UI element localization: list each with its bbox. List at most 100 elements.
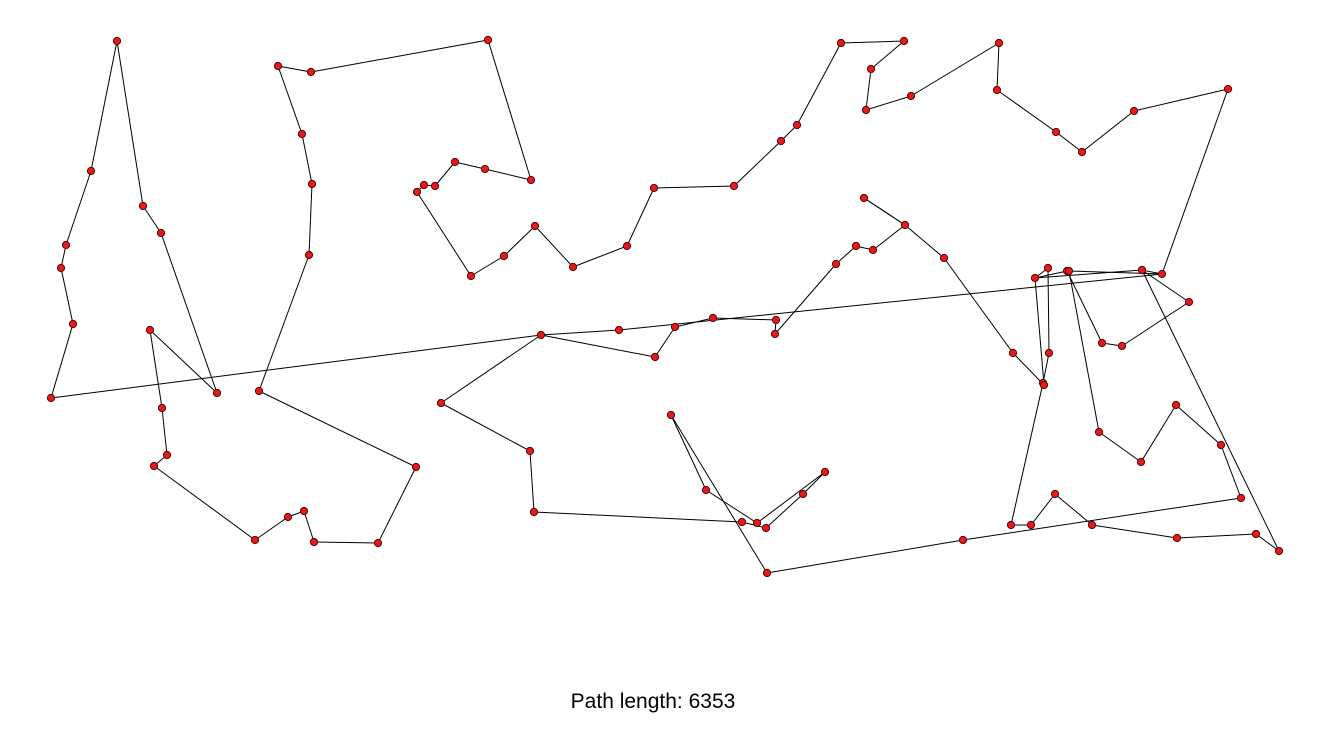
city-node: [1050, 489, 1060, 499]
city-node: [1006, 520, 1016, 530]
city-node: [162, 450, 172, 460]
tour-edge: [254, 516, 289, 541]
tour-edge: [756, 471, 826, 524]
tour-edge: [653, 185, 735, 189]
city-node: [283, 512, 293, 522]
tour-edge: [1042, 352, 1050, 384]
tour-edge: [529, 450, 535, 513]
city-node: [939, 253, 949, 263]
city-node: [304, 250, 314, 260]
tour-edge: [1140, 404, 1177, 463]
tour-edge: [996, 42, 1000, 91]
tour-edge: [618, 273, 1163, 331]
city-node: [525, 446, 535, 456]
tour-edge: [503, 225, 536, 257]
tour-edge: [533, 511, 743, 523]
city-node: [992, 85, 1002, 95]
tour-edge: [943, 257, 1014, 354]
city-node: [859, 193, 869, 203]
tour-edge: [835, 245, 857, 265]
tour-edge: [802, 471, 826, 495]
city-node: [61, 240, 71, 250]
city-node: [1008, 348, 1018, 358]
city-node: [297, 129, 307, 139]
tour-edge: [705, 489, 758, 524]
city-node: [450, 157, 460, 167]
tour-edge: [50, 334, 542, 399]
city-node: [1216, 440, 1226, 450]
city-node: [306, 67, 316, 77]
city-node: [701, 485, 711, 495]
city-node: [762, 568, 772, 578]
city-node: [836, 38, 846, 48]
tour-edge: [1068, 270, 1163, 275]
city-node: [792, 120, 802, 130]
tour-edge: [454, 161, 486, 170]
tour-edge: [1034, 277, 1045, 386]
city-node: [1137, 265, 1147, 275]
tour-edge: [863, 197, 906, 226]
city-node: [771, 315, 781, 325]
city-node: [212, 388, 222, 398]
tour-edge: [1098, 431, 1142, 463]
tour-edge: [258, 254, 310, 392]
city-node: [670, 322, 680, 332]
city-node: [1136, 457, 1146, 467]
tour-edge: [1091, 524, 1178, 539]
tour-edge: [572, 245, 628, 268]
city-node: [1129, 106, 1139, 116]
tour-edge: [484, 168, 532, 181]
city-node: [614, 325, 624, 335]
city-node: [412, 187, 422, 197]
city-node: [1171, 400, 1181, 410]
tour-edge: [308, 183, 313, 256]
tour-edge: [712, 317, 777, 321]
city-node: [1097, 338, 1107, 348]
city-node: [899, 36, 909, 46]
tour-edge: [1012, 352, 1045, 386]
city-node: [149, 461, 159, 471]
city-node: [526, 175, 536, 185]
tour-edge: [149, 329, 218, 394]
tour-edge: [1176, 533, 1257, 539]
tour-edge: [904, 224, 945, 259]
city-node: [1157, 269, 1167, 279]
city-node: [906, 91, 916, 101]
city-node: [419, 180, 429, 190]
city-node: [770, 329, 780, 339]
city-node: [868, 245, 878, 255]
city-node: [254, 386, 264, 396]
city-node: [650, 352, 660, 362]
city-node: [1087, 520, 1097, 530]
tour-edge: [434, 161, 456, 187]
city-node: [1184, 297, 1194, 307]
tour-edge: [1141, 269, 1280, 552]
tour-edge: [870, 40, 905, 70]
city-node: [866, 64, 876, 74]
city-node: [112, 36, 122, 46]
tour-edge: [670, 414, 768, 574]
tour-edge: [116, 40, 144, 207]
tour-edge: [1034, 269, 1143, 279]
city-node: [483, 35, 493, 45]
tour-edge: [258, 390, 417, 468]
city-node: [649, 183, 659, 193]
city-node: [900, 220, 910, 230]
city-node: [666, 410, 676, 420]
tour-edge: [277, 65, 312, 73]
city-node: [1117, 341, 1127, 351]
tour-edge: [962, 497, 1242, 541]
tour-edge: [1010, 382, 1044, 526]
tour-edge: [1081, 110, 1135, 153]
tour-edge: [487, 39, 532, 181]
city-node: [1044, 348, 1054, 358]
tour-edge: [301, 133, 313, 185]
path-length-label: Path length: 6353: [570, 690, 736, 713]
city-node: [138, 201, 148, 211]
city-node: [466, 271, 476, 281]
city-node: [309, 537, 319, 547]
tour-edge: [1220, 444, 1242, 499]
tour-edge: [1175, 404, 1222, 446]
city-node: [1236, 493, 1246, 503]
